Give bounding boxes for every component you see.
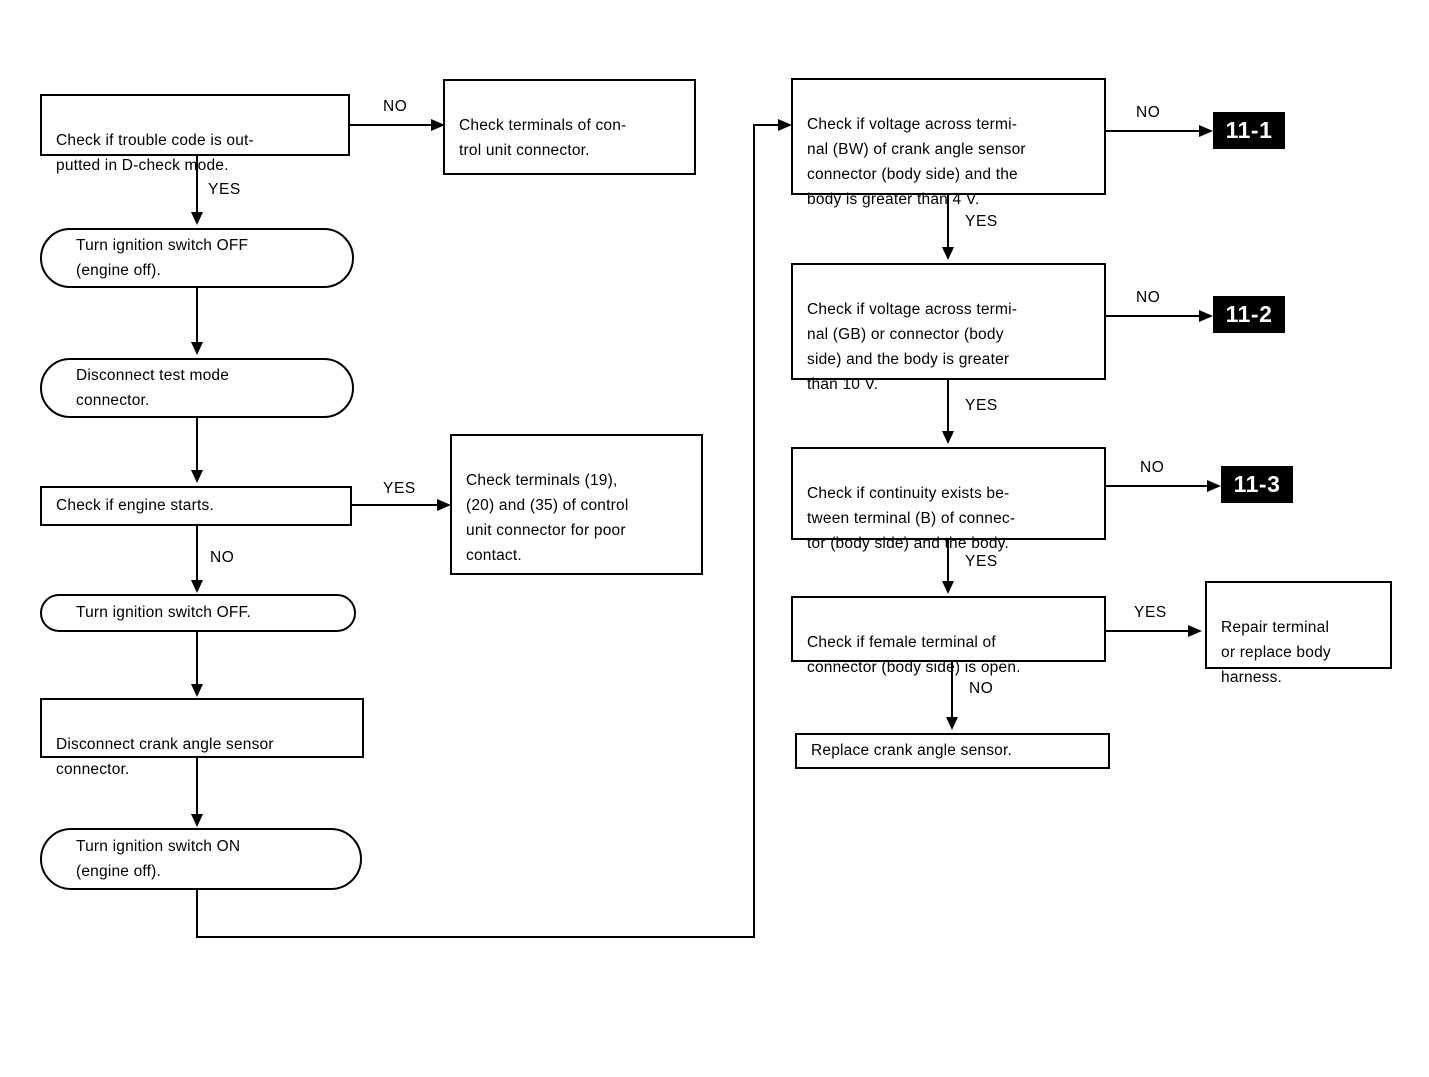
node-disconnect-crank-sensor-connector: Disconnect crank angle sensor connector. [40,698,364,778]
node-check-terminals-19-20-35: Check terminals (19), (20) and (35) of c… [450,434,703,575]
connector-n1-to-n2 [196,156,198,214]
node-check-engine-starts: Check if engine starts. [40,486,352,526]
connector-r4-to-repair [1106,630,1192,632]
arrowhead-r1-to-r2 [942,247,954,260]
connector-r3-to-badge [1106,485,1214,487]
connector-n5-to-n6 [196,632,198,686]
connector-n6-to-n7 [196,758,198,816]
node-label: Check terminals (19), (20) and (35) of c… [466,472,629,565]
node-check-voltage-bw-terminal: Check if voltage across termi- nal (BW) … [791,78,1106,208]
node-check-female-terminal-open: Check if female terminal of connector (b… [791,596,1106,676]
node-label: Check if female terminal of connector (b… [807,634,1021,677]
node-label: Check if continuity exists be- tween ter… [807,485,1016,553]
branch-label-r1-no: NO [1136,104,1161,121]
node-label: Turn ignition switch ON (engine off). [76,837,241,880]
arrowhead-r3-to-badge [1207,480,1221,492]
connector-r4-to-r5 [951,662,953,719]
arrowhead-wrap-into-r1 [778,119,792,131]
node-replace-crank-angle-sensor: Replace crank angle sensor. [795,733,1110,769]
connector-n4-to-t2 [352,504,440,506]
connector-wrap-into-r1 [753,124,783,126]
branch-label-r4-yes: YES [1134,604,1167,621]
connector-wrap-riser [753,124,755,938]
arrowhead-r4-to-repair [1188,625,1202,637]
connector-n4-to-n5 [196,526,198,582]
arrowhead-n1-to-t1 [431,119,445,131]
node-repair-terminal-or-harness: Repair terminal or replace body harness. [1205,581,1392,686]
node-ignition-off: Turn ignition switch OFF. [40,594,356,632]
node-check-voltage-gb-terminal: Check if voltage across termi- nal (GB) … [791,263,1106,393]
arrowhead-r2-to-badge [1199,310,1213,322]
arrowhead-n6-to-n7 [191,814,203,827]
node-label: Disconnect crank angle sensor connector. [56,736,274,779]
node-label: Disconnect test mode connector. [76,366,230,409]
node-disconnect-test-mode-connector: Disconnect test mode connector. [40,358,354,418]
node-check-continuity-b-terminal: Check if continuity exists be- tween ter… [791,447,1106,552]
arrowhead-n4-to-t2 [437,499,451,511]
branch-label-r3-no: NO [1140,459,1165,476]
branch-label-n4-yes: YES [383,480,416,497]
badge-label: 11-1 [1225,117,1273,143]
badge-reference-11-1[interactable]: 11-1 [1213,112,1285,149]
node-label: Check if engine starts. [56,497,214,515]
badge-reference-11-2[interactable]: 11-2 [1213,296,1285,333]
arrowhead-r3-to-r4 [942,581,954,594]
branch-label-r3-yes: YES [965,553,998,570]
node-ignition-off-engine-off: Turn ignition switch OFF (engine off). [40,228,354,288]
arrowhead-n3-to-n4 [191,470,203,483]
branch-label-n1-yes: YES [208,181,241,198]
node-ignition-on-engine-off: Turn ignition switch ON (engine off). [40,828,362,890]
branch-label-n4-no: NO [210,549,235,566]
node-label: Repair terminal or replace body harness. [1221,619,1331,687]
node-label: Check if trouble code is out- putted in … [56,132,254,175]
arrowhead-r2-to-r3 [942,431,954,444]
branch-label-n1-no: NO [383,98,408,115]
node-label: Check if voltage across termi- nal (GB) … [807,301,1018,394]
arrowhead-n4-to-n5 [191,580,203,593]
connector-r1-to-badge [1106,130,1206,132]
branch-label-r2-yes: YES [965,397,998,414]
connector-r2-to-r3 [947,380,949,433]
connector-n1-to-t1 [350,124,435,126]
node-check-control-unit-connector-terminals: Check terminals of con- trol unit connec… [443,79,696,175]
badge-label: 11-2 [1225,301,1273,327]
branch-label-r1-yes: YES [965,213,998,230]
connector-n7-down [196,890,198,938]
connector-r1-to-r2 [947,195,949,249]
node-label: Replace crank angle sensor. [811,742,1012,760]
node-check-trouble-code: Check if trouble code is out- putted in … [40,94,350,174]
arrowhead-n2-to-n3 [191,342,203,355]
branch-label-r4-no: NO [969,680,994,697]
node-label: Check if voltage across termi- nal (BW) … [807,116,1026,209]
branch-label-r2-no: NO [1136,289,1161,306]
node-label: Turn ignition switch OFF. [76,604,251,622]
badge-reference-11-3[interactable]: 11-3 [1221,466,1293,503]
connector-wrap-bottom [196,936,755,938]
node-label: Turn ignition switch OFF (engine off). [76,236,249,279]
connector-r2-to-badge [1106,315,1206,317]
arrowhead-r1-to-badge [1199,125,1213,137]
connector-r3-to-r4 [947,540,949,582]
badge-label: 11-3 [1233,471,1281,497]
arrowhead-n5-to-n6 [191,684,203,697]
arrowhead-r4-to-r5 [946,717,958,730]
connector-n2-to-n3 [196,288,198,344]
arrowhead-n1-to-n2 [191,212,203,225]
connector-n3-to-n4 [196,418,198,472]
node-label: Check terminals of con- trol unit connec… [459,117,627,160]
